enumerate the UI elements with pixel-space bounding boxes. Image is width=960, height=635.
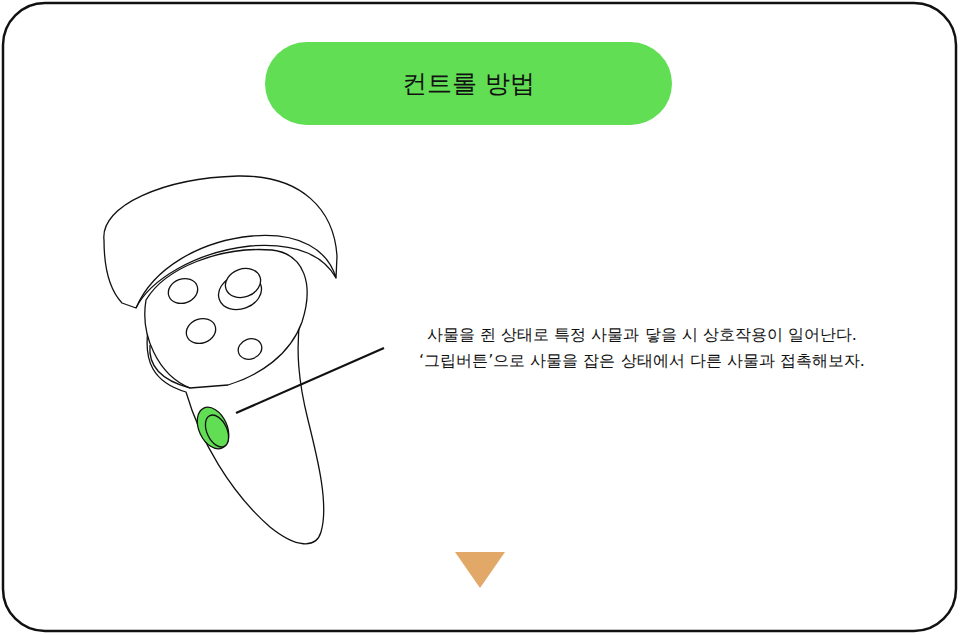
title: 컨트롤 방법 [402, 67, 535, 100]
vr-controller [104, 176, 337, 544]
leader-line [236, 348, 384, 413]
note-text: 사물을 쥔 상태로 특정 사물과 닿을 시 상호작용이 일어난다. [392, 322, 892, 348]
frame [3, 3, 956, 631]
next-triangle [455, 552, 505, 588]
note-block: 사물을 쥔 상태로 특정 사물과 닿을 시 상호작용이 일어난다.‘그립버튼’으… [392, 322, 892, 374]
note-text: ‘그립버튼’으로 사물을 잡은 상태에서 다른 사물과 접촉해보자. [392, 348, 892, 374]
title-pill: 컨트롤 방법 [265, 42, 672, 125]
